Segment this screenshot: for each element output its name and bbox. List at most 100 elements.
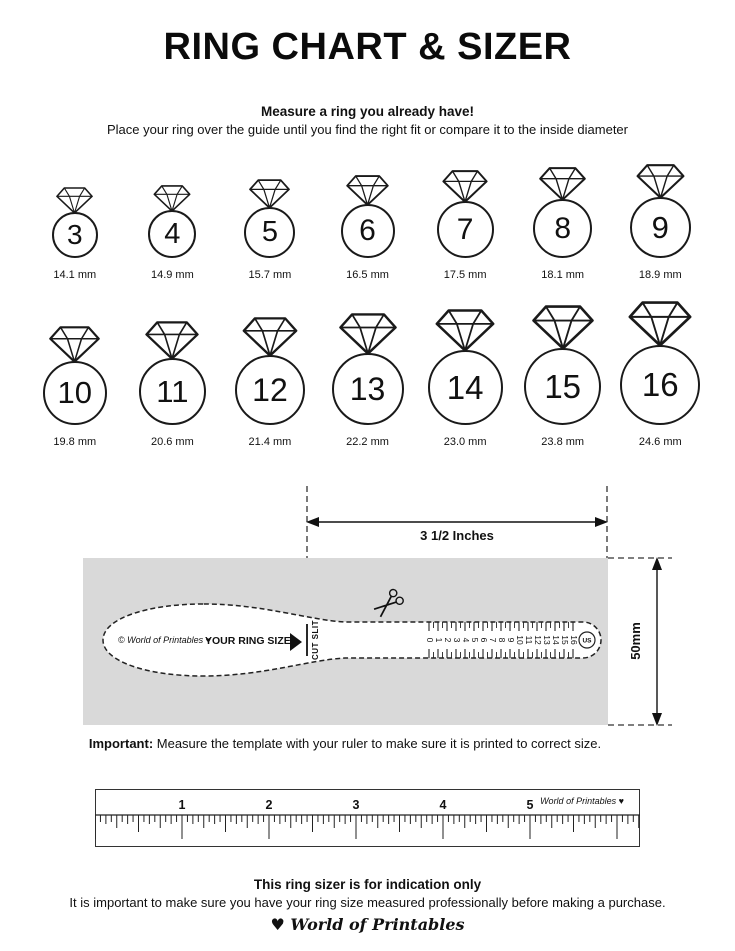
diamond-icon — [249, 179, 291, 209]
page-title: RING CHART & SIZER — [163, 26, 572, 68]
svg-text:14: 14 — [551, 635, 561, 645]
diamond-icon — [338, 313, 397, 355]
ring-diameter-label: 19.8 mm — [53, 436, 97, 448]
svg-text:3: 3 — [353, 798, 360, 812]
diamond-icon — [442, 170, 488, 203]
ring-circle: 6 — [340, 204, 395, 258]
svg-text:2: 2 — [266, 798, 273, 812]
subtitle-bold: Measure a ring you already have! — [260, 104, 475, 119]
svg-text:2: 2 — [443, 638, 453, 643]
diamond-icon — [628, 301, 692, 347]
print-check-ruler: 1 2 3 4 5 World of Printables ♥ — [95, 789, 640, 847]
diamond-icon — [153, 185, 191, 212]
height-dimension: 50mm — [608, 557, 672, 726]
ring-circle: 8 — [533, 199, 593, 258]
important-lead: Important: — [88, 736, 154, 751]
sizer-cutout-outline — [102, 603, 602, 677]
ring-size-11: 11 20.6 mm — [124, 321, 222, 448]
ruler-brand: World of Printables ♥ — [540, 796, 624, 806]
ring-size-16: 16 24.6 mm — [611, 301, 709, 448]
ring-diameter-label: 21.4 mm — [248, 436, 292, 448]
ring-circle: 12 — [234, 355, 305, 425]
brand-logo: ♥ World of Printables — [270, 915, 465, 934]
ring-size-3: 3 14.1 mm — [26, 187, 124, 281]
svg-text:11: 11 — [524, 636, 534, 645]
diamond-icon — [56, 187, 94, 214]
cut-slit-label: CUT SLIT — [311, 620, 320, 660]
ruler-ticks: 1 2 3 4 5 — [95, 798, 640, 839]
diamond-icon — [242, 317, 298, 357]
ring-diameter-label: 15.7 mm — [248, 269, 292, 281]
footer-disclaimer-text: It is important to make sure you have yo… — [69, 895, 666, 910]
ring-circle: 11 — [138, 358, 206, 425]
your-ring-size-label: YOUR RING SIZE — [205, 635, 291, 647]
svg-text:13: 13 — [542, 635, 552, 645]
diamond-icon — [346, 175, 389, 206]
ring-circle: 9 — [629, 197, 691, 258]
svg-text:5: 5 — [527, 798, 534, 812]
diamond-icon — [435, 309, 495, 352]
width-dimension-label: 3 1/2 Inches — [420, 528, 494, 543]
svg-text:1: 1 — [434, 638, 444, 643]
ring-circle: 5 — [244, 207, 296, 258]
sizer-brand: © World of Printables ♥ — [118, 635, 211, 645]
svg-text:4: 4 — [461, 638, 471, 643]
scissors-icon — [373, 588, 404, 618]
ring-size-10: 10 19.8 mm — [26, 326, 124, 448]
diamond-icon — [145, 321, 200, 360]
ring-circle: 13 — [331, 353, 404, 425]
ring-diameter-label: 18.9 mm — [638, 269, 682, 281]
diamond-icon — [531, 305, 594, 350]
ring-circle: 15 — [524, 348, 602, 425]
ring-size-14: 14 23.0 mm — [416, 309, 514, 448]
ring-size-8: 8 18.1 mm — [514, 167, 612, 281]
ring-size-12: 12 21.4 mm — [221, 317, 319, 448]
svg-text:10: 10 — [515, 635, 525, 645]
ring-circle: 3 — [51, 212, 98, 258]
ring-diameter-label: 14.1 mm — [53, 269, 97, 281]
important-text: Measure the template with your ruler to … — [153, 736, 602, 751]
footer-disclaimer-bold: This ring sizer is for indication only — [253, 877, 482, 892]
ring-sizer-diagram: 3 1/2 Inches CUT SLIT © World of Printab… — [83, 486, 672, 726]
pointer-arrow-icon — [290, 633, 302, 651]
ring-circle: 7 — [436, 201, 494, 258]
ring-diameter-label: 23.0 mm — [443, 436, 487, 448]
ring-size-15: 15 23.8 mm — [514, 305, 612, 448]
diamond-icon — [49, 326, 101, 363]
ring-diameter-label: 23.8 mm — [541, 436, 585, 448]
ring-circle: 4 — [148, 210, 197, 258]
svg-text:0: 0 — [425, 638, 435, 643]
diamond-icon — [539, 167, 586, 201]
width-dimension: 3 1/2 Inches — [306, 486, 608, 558]
ring-diameter-label: 18.1 mm — [541, 269, 585, 281]
svg-text:16: 16 — [569, 635, 579, 645]
svg-text:3: 3 — [452, 638, 462, 643]
ring-diameter-label: 14.9 mm — [150, 269, 194, 281]
ring-size-13: 13 22.2 mm — [319, 313, 417, 448]
svg-text:1: 1 — [179, 798, 186, 812]
svg-text:6: 6 — [479, 638, 489, 643]
ring-diameter-label: 22.2 mm — [346, 436, 389, 448]
svg-text:8: 8 — [497, 638, 507, 643]
ring-circle: 10 — [42, 361, 107, 425]
svg-text:12: 12 — [533, 635, 543, 645]
ring-diameter-label: 20.6 mm — [150, 436, 194, 448]
height-dimension-label: 50mm — [628, 622, 643, 660]
svg-text:7: 7 — [488, 638, 498, 643]
subtitle: Place your ring over the guide until you… — [106, 122, 628, 137]
ring-diameter-label: 24.6 mm — [638, 436, 682, 448]
ring-circle: 16 — [620, 345, 701, 425]
svg-text:9: 9 — [506, 638, 516, 643]
svg-text:4: 4 — [440, 798, 447, 812]
ring-size-9: 9 18.9 mm — [611, 164, 709, 281]
diamond-icon — [636, 164, 685, 199]
us-unit-circle — [578, 631, 596, 649]
ring-circle: 14 — [427, 350, 503, 425]
